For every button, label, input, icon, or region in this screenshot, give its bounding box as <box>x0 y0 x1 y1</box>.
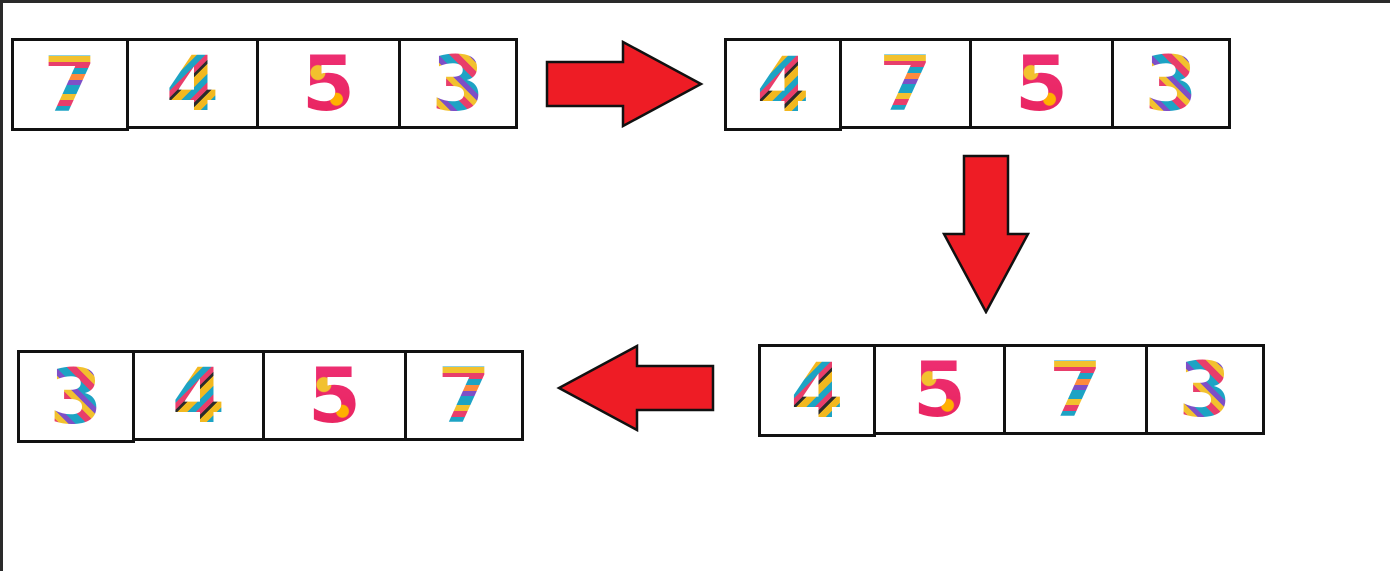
number-digit: 5 <box>308 350 361 440</box>
arrow-left-icon <box>556 344 715 432</box>
number-cell: 3 <box>17 350 135 443</box>
number-digit: 7 <box>437 350 491 440</box>
number-digit: 4 <box>756 39 810 129</box>
number-cell: 7 <box>839 38 972 129</box>
number-cell: 3 <box>1111 38 1231 129</box>
arrow-right-icon <box>545 40 704 128</box>
number-cell: 5 <box>262 350 407 441</box>
number-digit: 3 <box>431 38 485 128</box>
number-cell: 5 <box>969 38 1114 129</box>
number-digit: 7 <box>43 39 97 129</box>
arrow-down-icon <box>942 154 1030 314</box>
number-cell: 3 <box>1145 344 1265 435</box>
number-digit: 3 <box>49 351 103 441</box>
number-digit: 5 <box>913 344 966 434</box>
number-digit: 4 <box>790 345 844 435</box>
number-cell: 5 <box>873 344 1006 435</box>
number-cell: 5 <box>256 38 401 129</box>
number-cell: 4 <box>126 38 259 129</box>
window-left-border <box>0 0 3 571</box>
number-cell: 4 <box>758 344 876 437</box>
number-cell: 4 <box>724 38 842 131</box>
number-digit: 5 <box>302 38 355 128</box>
number-digit: 7 <box>1049 344 1102 434</box>
number-cell: 3 <box>398 38 518 129</box>
number-digit: 5 <box>1015 38 1068 128</box>
number-digit: 3 <box>1178 344 1232 434</box>
window-top-border <box>0 0 1390 3</box>
number-cell: 7 <box>1003 344 1148 435</box>
number-digit: 4 <box>172 350 225 440</box>
number-digit: 4 <box>166 38 219 128</box>
number-cell: 7 <box>11 38 129 131</box>
number-cell: 4 <box>132 350 265 441</box>
number-cell: 7 <box>404 350 524 441</box>
number-digit: 3 <box>1144 38 1198 128</box>
number-digit: 7 <box>879 38 932 128</box>
